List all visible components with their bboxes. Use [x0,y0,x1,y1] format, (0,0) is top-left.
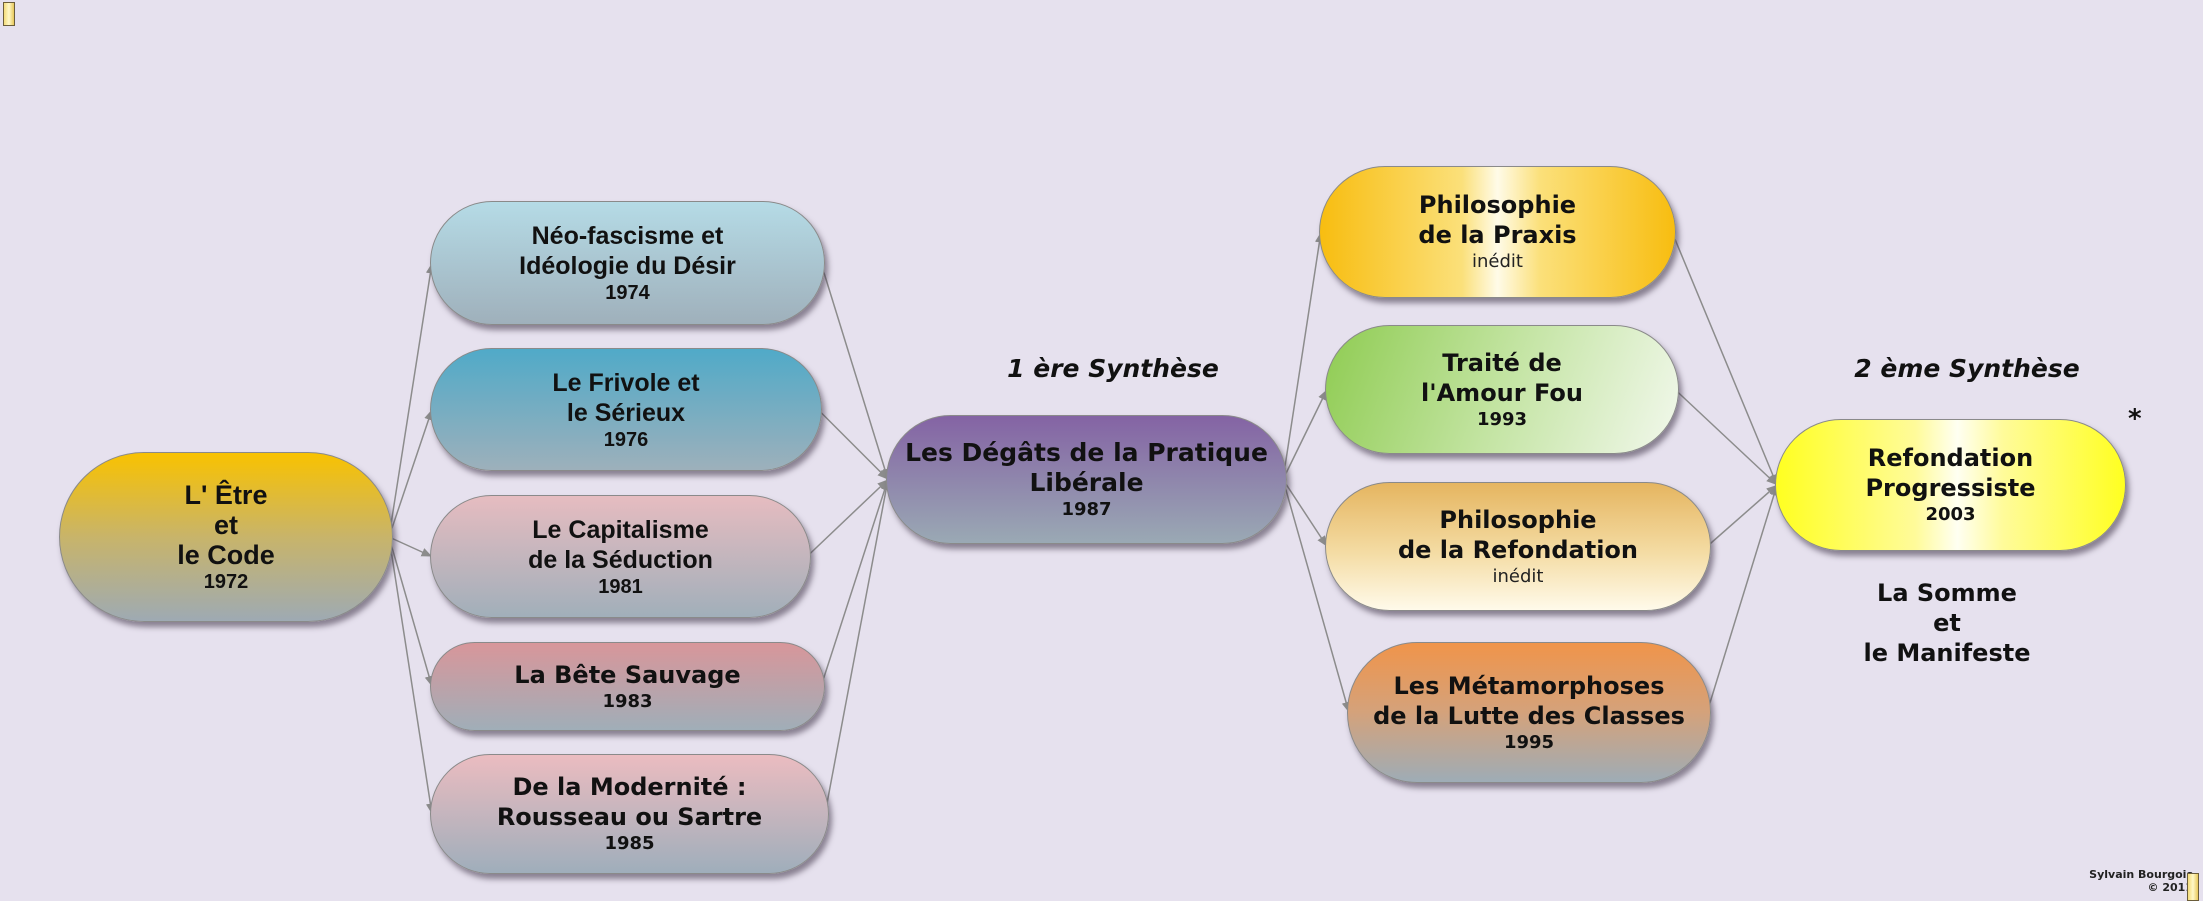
node-capitalisme-seduction[interactable]: Le Capitalisme de la Séduction 1981 [430,495,811,618]
node-year: 1983 [602,690,653,712]
node-year: 1987 [1061,498,1112,520]
node-year: 1995 [1503,731,1555,753]
node-metamorphoses-lutte-classes[interactable]: Les Métamorphoses de la Lutte des Classe… [1347,642,1711,783]
node-year: 1974 [605,282,650,304]
node-title-line: de la Séduction [528,545,713,574]
caption-line: La Somme [1877,579,2017,607]
somme-manifeste-caption: La Somme et le Manifeste [1863,578,2030,668]
node-year: 2003 [1925,504,1976,525]
edge-bete-to-degats [820,479,890,687]
deuxieme-synthese-label: 2 ème Synthèse [1854,354,2080,383]
node-year: 1972 [203,571,249,593]
node-title-line: Refondation [1867,444,2034,472]
edge-degats-to-praxis [1282,231,1324,480]
edge-capit-to-degats [806,478,889,558]
node-title-line: Idéologie du Désir [519,252,736,280]
edge-etre-to-bete [388,536,434,687]
copyright: © 2011 [2147,881,2193,894]
edge-degats-to-metam [1282,479,1351,713]
edge-etre-to-modern [388,536,435,815]
edge-etre-to-capit [388,536,433,558]
node-title-line: Progressiste [1865,474,2036,502]
node-modernite[interactable]: De la Modernité : Rousseau ou Sartre 198… [430,754,829,874]
node-year: 1985 [604,833,655,854]
author-name: Sylvain Bourgois [2089,868,2193,881]
edge-degats-to-amour [1282,389,1328,480]
node-title-line: Les Dégâts de la Pratique [905,437,1268,467]
edge-frivole-to-degats [817,408,889,481]
node-title-line: L' Être [184,480,268,510]
node-title-line: Le Frivole et [552,368,700,397]
node-title-line: Philosophie [1439,505,1597,534]
node-title-line: Le Capitalisme [532,515,709,544]
node-title-line: le Code [177,540,275,570]
node-year: 1976 [603,428,649,451]
edge-degats-to-refphil [1282,479,1328,547]
caption-line: le Manifeste [1863,639,2031,667]
node-philosophie-praxis[interactable]: Philosophie de la Praxis inédit [1319,166,1676,298]
node-bete-sauvage[interactable]: La Bête Sauvage 1983 [430,642,825,731]
node-title-line: Néo-fascisme et [531,222,724,250]
edge-neo-to-degats [820,262,890,480]
node-refondation-progressiste[interactable]: Refondation Progressiste 2003 [1775,419,2126,551]
node-title-line: Philosophie [1418,191,1577,219]
node-title-line: Rousseau ou Sartre [496,803,763,831]
node-etre-et-code[interactable]: L' Être et le Code 1972 [59,452,393,622]
edge-amour-to-refprog [1674,388,1778,486]
note-marker-icon[interactable] [2187,873,2199,901]
node-title-line: Libérale [1029,467,1144,497]
node-title-line: La Bête Sauvage [514,660,741,689]
edge-etre-to-neo [388,262,435,538]
node-title-line: de la Praxis [1418,221,1577,249]
note-marker-icon[interactable] [3,2,15,26]
edge-etre-to-frivole [388,409,433,538]
node-year: 1981 [598,575,643,598]
node-traite-amour-fou[interactable]: Traité de l'Amour Fou 1993 [1325,325,1679,454]
premiere-synthese-label: 1 ère Synthèse [1007,354,1219,383]
node-title-line: De la Modernité : [512,773,747,801]
node-title-line: l'Amour Fou [1421,378,1583,407]
edge-metam-to-refprog [1706,484,1779,713]
node-title-line: de la Lutte des Classes [1373,701,1685,730]
node-title-line: le Sérieux [566,398,686,427]
node-frivole-serieux[interactable]: Le Frivole et le Sérieux 1976 [430,348,822,471]
node-degats-pratique-liberale[interactable]: Les Dégâts de la Pratique Libérale 1987 [886,415,1287,544]
caption-line: et [1933,609,1961,637]
edge-praxis-to-refprog [1671,231,1778,486]
node-title-line: et [213,510,238,540]
node-year: 1993 [1476,408,1528,430]
edge-modern-to-degats [824,479,891,815]
node-title-line: de la Refondation [1397,535,1638,564]
author-credit: Sylvain Bourgois © 2011 [2089,868,2193,894]
node-title-line: Les Métamorphoses [1393,671,1665,700]
node-note: inédit [1472,251,1523,272]
asterisk-note: * [2128,404,2142,434]
node-title-line: Traité de [1442,348,1562,377]
node-neo-fascisme[interactable]: Néo-fascisme et Idéologie du Désir 1974 [430,201,825,325]
node-philosophie-refondation[interactable]: Philosophie de la Refondation inédit [1325,482,1711,611]
node-note: inédit [1492,565,1544,587]
edge-refphil-to-refprog [1706,484,1778,548]
